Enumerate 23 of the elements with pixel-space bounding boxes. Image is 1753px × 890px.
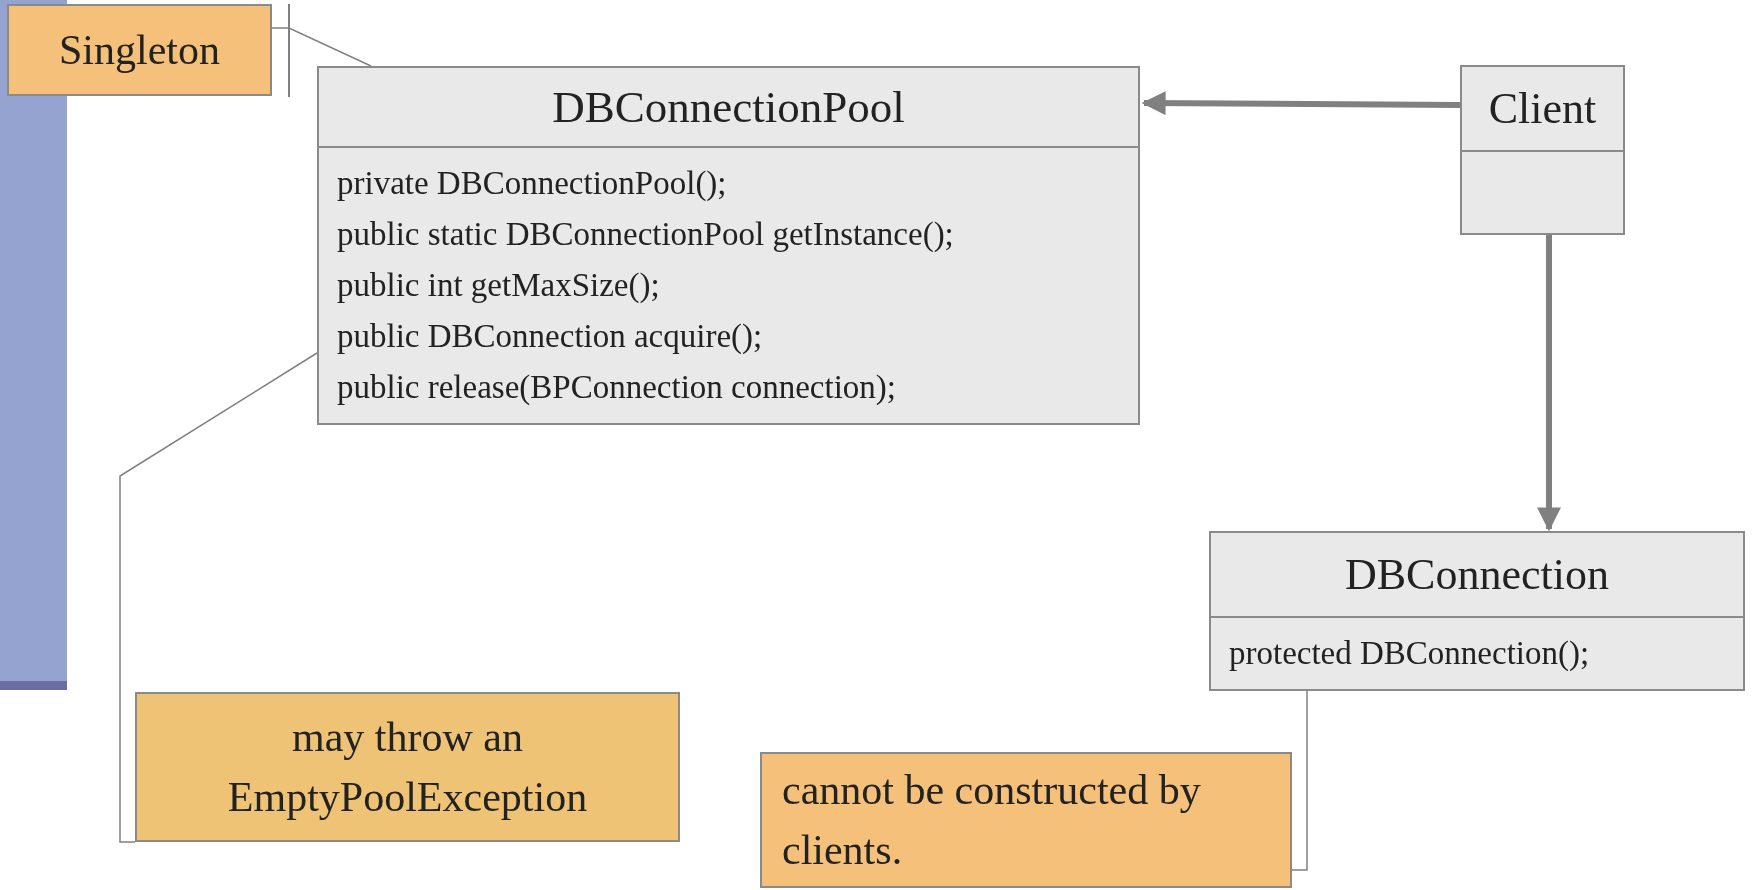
method-signature: public DBConnection acquire(); [337, 317, 763, 356]
arrow [1537, 235, 1561, 532]
class-name: Client [1488, 83, 1597, 135]
note-text: may throw an EmptyPoolException [226, 713, 589, 822]
class-name: DBConnection [1345, 549, 1609, 601]
note-text: cannot be constructed by clients. [782, 766, 1202, 875]
class-box [317, 66, 1140, 425]
method-signature: public release(BPConnection connection); [337, 368, 896, 407]
leader-line [1291, 690, 1308, 871]
arrow [1141, 91, 1460, 116]
method-signature: public int getMaxSize(); [337, 266, 660, 305]
note-box [135, 692, 680, 842]
leader-line [119, 352, 318, 843]
method-signature: public static DBConnectionPool getInstance(); [337, 215, 954, 254]
method-signature: private DBConnectionPool(); [337, 164, 727, 203]
note-text: Singleton [59, 26, 220, 75]
note-box [7, 4, 272, 96]
class-name: DBConnectionPool [552, 80, 905, 134]
leader-line [271, 27, 372, 67]
method-signature: protected DBConnection(); [1229, 634, 1590, 673]
class-box [1460, 65, 1625, 235]
class-box [1209, 531, 1745, 691]
note-box [760, 752, 1292, 888]
